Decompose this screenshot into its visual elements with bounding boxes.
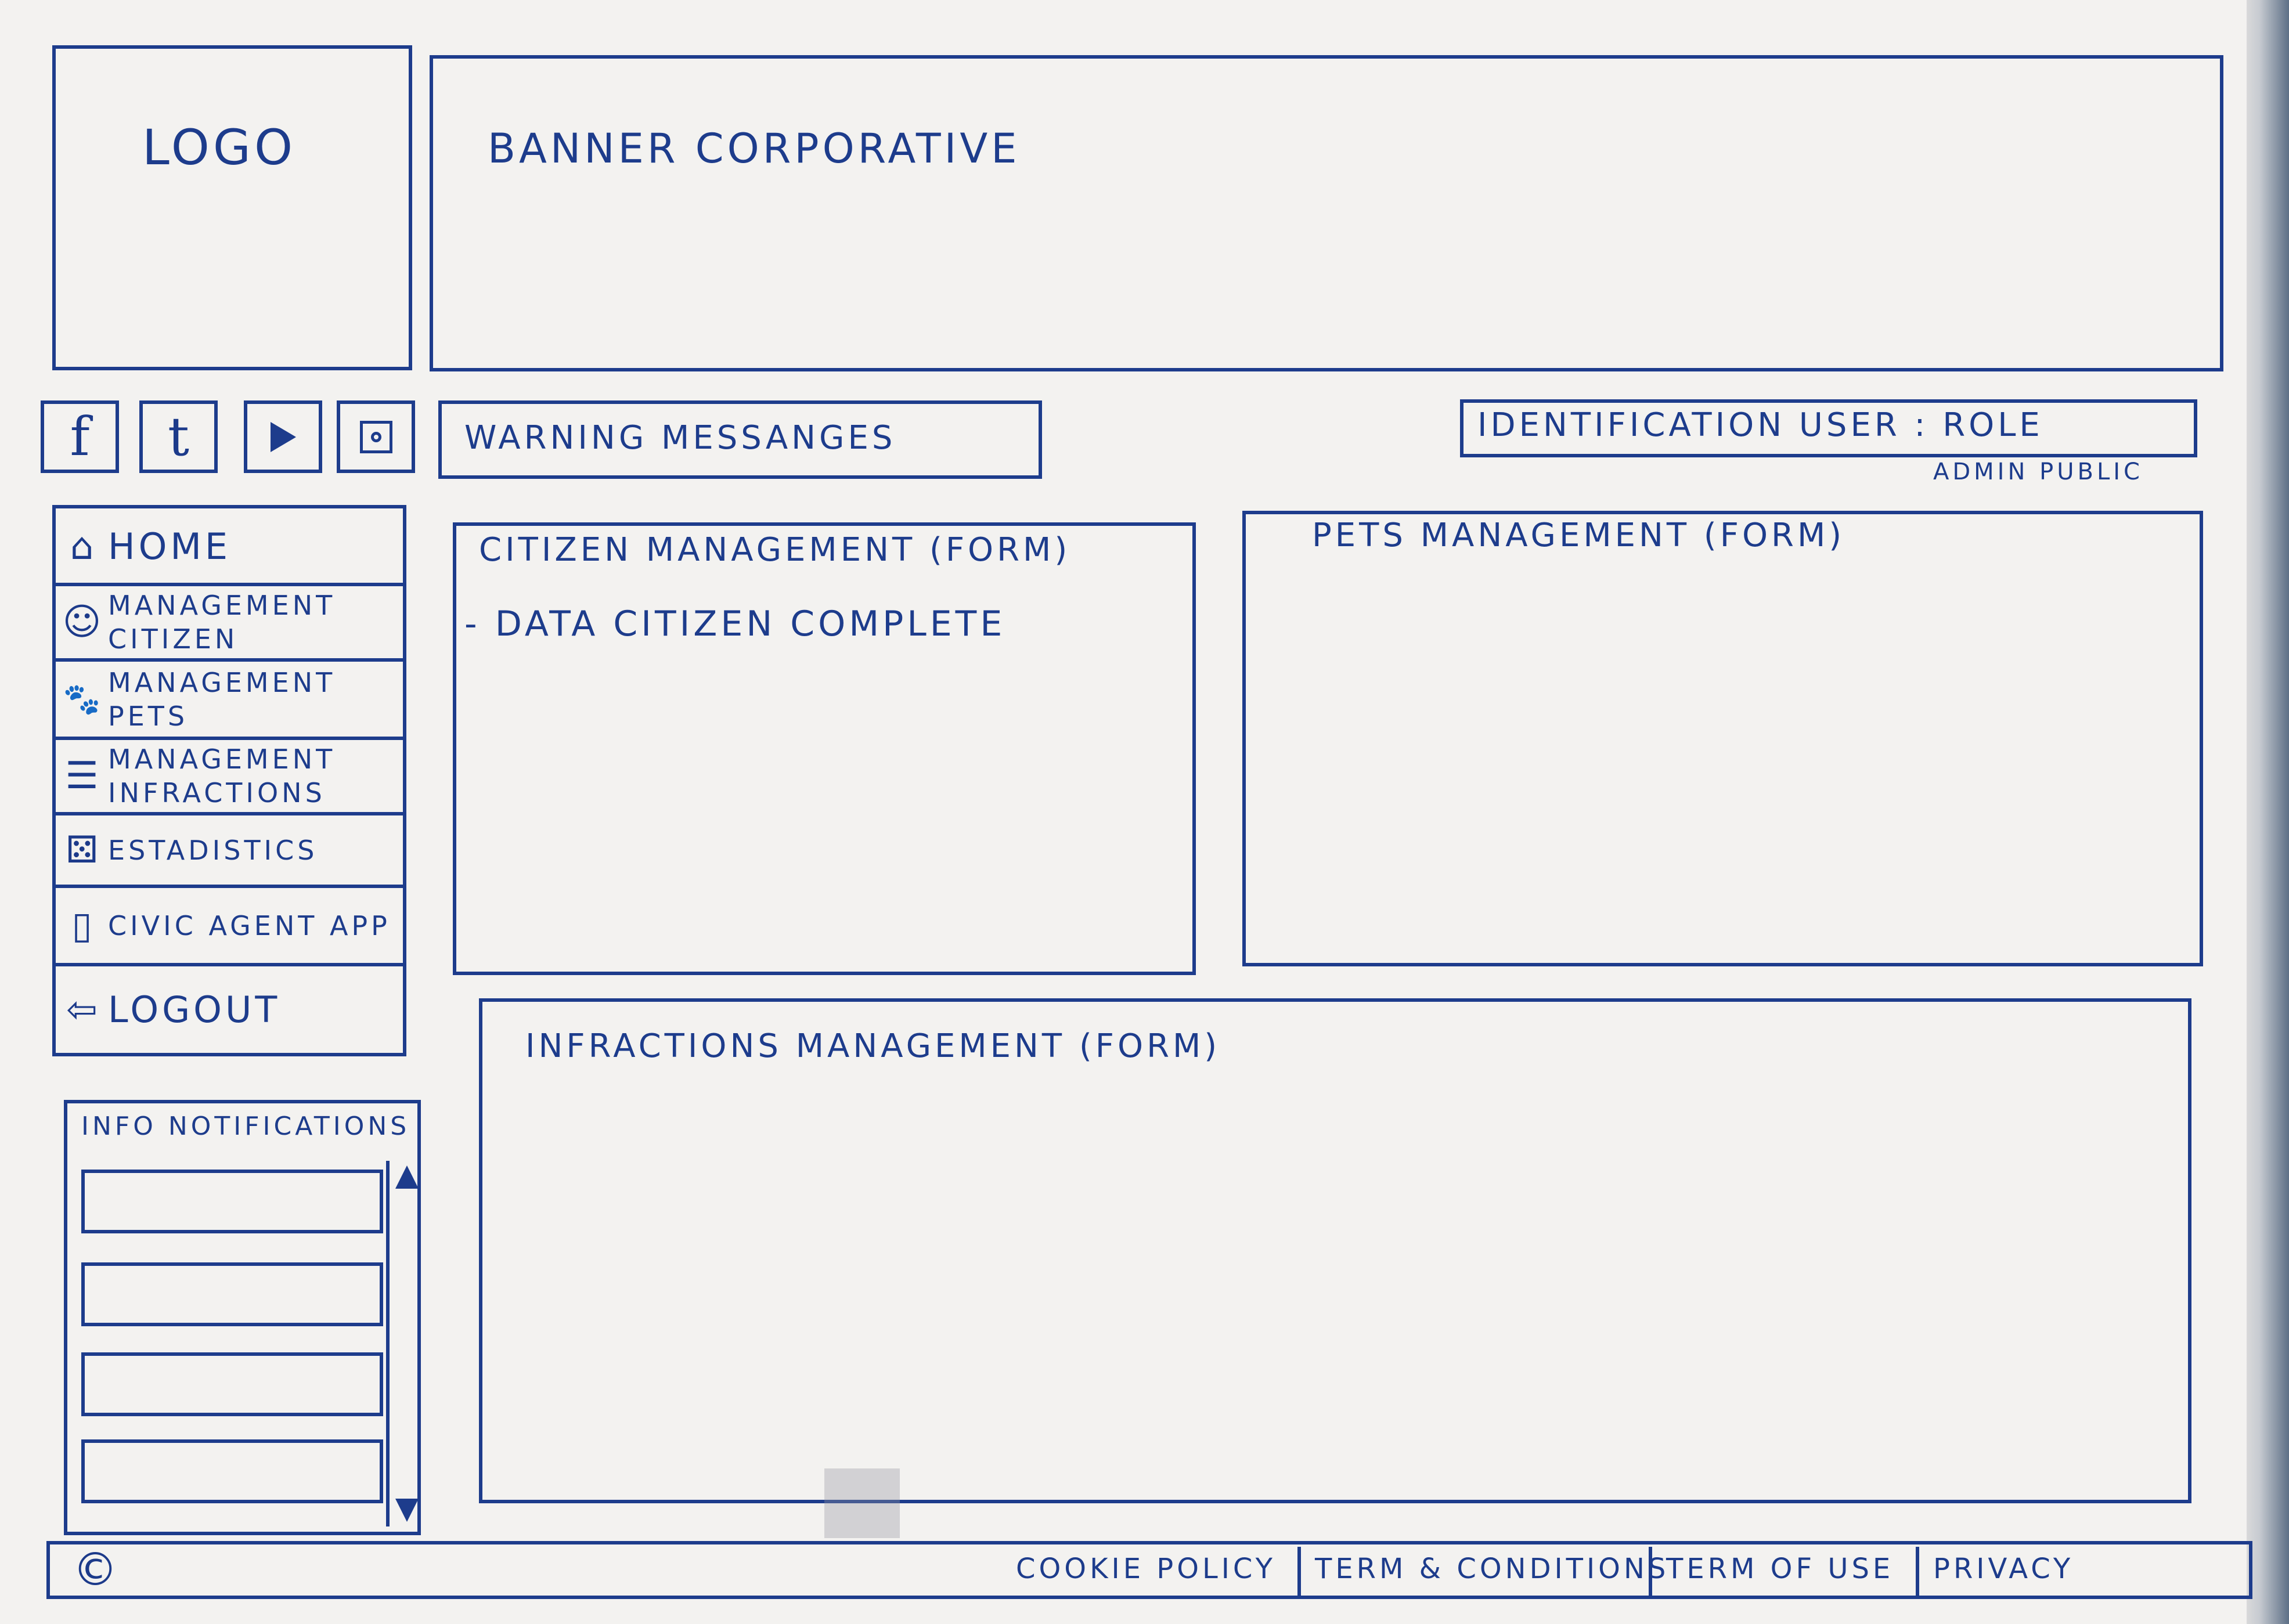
cookie-policy-link[interactable]: COOKIE POLICY <box>1016 1553 1276 1585</box>
infractions-form-title: INFRACTIONS MANAGEMENT (FORM) <box>525 1027 1221 1065</box>
privacy-link[interactable]: PRIVACY <box>1933 1553 2074 1585</box>
terms-conditions-link[interactable]: TERM & CONDITIONS <box>1315 1553 1670 1585</box>
person-icon: ☺ <box>62 601 102 644</box>
notifications-scrollbar[interactable] <box>386 1161 419 1526</box>
footer <box>46 1541 2252 1599</box>
home-icon: ⌂ <box>70 525 94 568</box>
youtube-icon[interactable] <box>244 400 322 473</box>
banner-text: BANNER CORPORATIVE <box>488 125 1021 172</box>
twitter-icon[interactable]: t <box>139 400 218 473</box>
sidebar-item-label: MANAGEMENT INFRACTIONS <box>108 744 336 809</box>
logo-text: LOGO <box>142 119 297 176</box>
pet-icon: 🐾 <box>63 682 101 717</box>
pets-form-title: PETS MANAGEMENT (FORM) <box>1312 517 1845 554</box>
corporate-banner <box>430 55 2223 371</box>
copyright-icon: © <box>73 1544 118 1596</box>
role-options[interactable]: ADMIN PUBLIC <box>1933 459 2143 485</box>
twitter-glyph: t <box>168 406 189 468</box>
sidebar-item-label: MANAGEMENT CITIZEN <box>108 590 336 655</box>
notification-item[interactable] <box>81 1262 383 1326</box>
sidebar-item-label: LOGOUT <box>108 988 281 1031</box>
pets-management-form[interactable] <box>1242 511 2203 966</box>
chart-icon: ⚄ <box>66 828 98 872</box>
play-icon <box>270 421 296 452</box>
sidebar-item-pets[interactable]: 🐾 MANAGEMENT PETS <box>56 662 403 740</box>
info-notifications-panel <box>64 1100 421 1535</box>
scroll-up-icon[interactable] <box>395 1165 419 1189</box>
logout-icon: ⇦ <box>66 988 98 1031</box>
notification-item[interactable] <box>81 1170 383 1233</box>
citizen-form-item: - DATA CITIZEN COMPLETE <box>464 604 1006 644</box>
facebook-icon[interactable]: f <box>41 400 119 473</box>
document-icon: ☰ <box>65 755 99 797</box>
sidebar-item-infractions[interactable]: ☰ MANAGEMENT INFRACTIONS <box>56 740 403 815</box>
sidebar-item-label: HOME <box>108 525 232 568</box>
warning-messages-box <box>438 400 1042 479</box>
instagram-icon[interactable] <box>337 400 415 473</box>
paper-smudge <box>824 1468 900 1538</box>
infractions-management-form[interactable] <box>479 998 2191 1503</box>
info-notifications-title: INFO NOTIFICATIONS <box>81 1111 410 1141</box>
paper-edge <box>2247 0 2289 1624</box>
user-identification-text: IDENTIFICATION USER : ROLE <box>1477 406 2043 444</box>
term-of-use-link[interactable]: TERM OF USE <box>1666 1553 1894 1585</box>
sidebar-item-label: CIVIC AGENT APP <box>108 910 391 941</box>
notification-item[interactable] <box>81 1352 383 1416</box>
sidebar-item-citizen[interactable]: ☺ MANAGEMENT CITIZEN <box>56 586 403 662</box>
camera-icon <box>359 420 392 453</box>
footer-divider <box>1297 1547 1301 1596</box>
warning-messages-text: WARNING MESSANGES <box>464 419 896 457</box>
user-identification-box[interactable] <box>1460 399 2197 457</box>
sidebar-item-civic-agent-app[interactable]: ▯ CIVIC AGENT APP <box>56 888 403 966</box>
notification-item[interactable] <box>81 1439 383 1503</box>
sidebar-item-label: MANAGEMENT PETS <box>108 666 336 732</box>
logo-area[interactable] <box>52 45 412 370</box>
citizen-form-title: CITIZEN MANAGEMENT (FORM) <box>479 531 1071 569</box>
sidebar-item-statistics[interactable]: ⚄ ESTADISTICS <box>56 815 403 888</box>
footer-divider <box>1649 1547 1652 1596</box>
citizen-management-form[interactable] <box>453 522 1196 975</box>
sidebar-item-label: ESTADISTICS <box>108 834 318 866</box>
mobile-app-icon: ▯ <box>71 904 92 947</box>
sidebar-nav <box>52 505 406 1056</box>
facebook-glyph: f <box>70 406 90 468</box>
footer-divider <box>1916 1547 1919 1596</box>
sidebar-item-logout[interactable]: ⇦ LOGOUT <box>56 966 403 1053</box>
sidebar-item-home[interactable]: ⌂ HOME <box>56 511 403 586</box>
scroll-down-icon[interactable] <box>395 1499 419 1522</box>
